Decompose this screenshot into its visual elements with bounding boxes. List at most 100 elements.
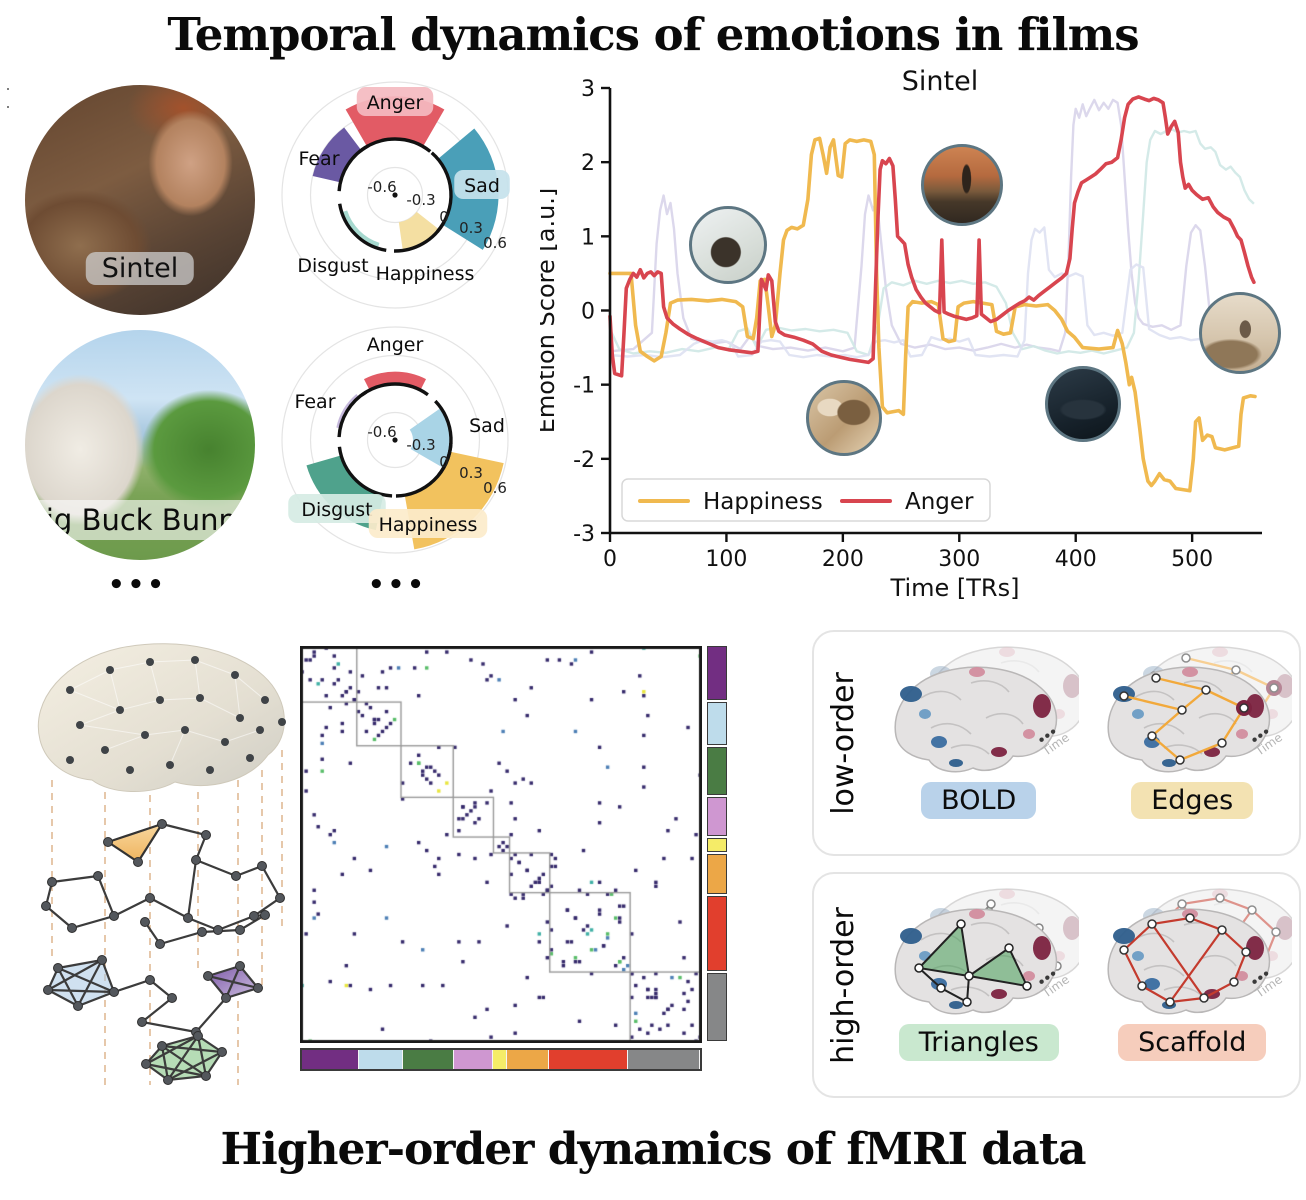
chart-inset-still-cliff (1198, 292, 1281, 375)
community-segment (493, 1050, 507, 1069)
brain-cartoon-edges: Time (1107, 646, 1301, 773)
film-still-sintel: Sintel (25, 85, 255, 315)
triangles-chip: Triangles (898, 1024, 1059, 1061)
graph-nodes (41, 819, 285, 1085)
radial-tick-label: 0.3 (459, 219, 483, 237)
emotion-label-happiness: Happiness (379, 514, 478, 536)
community-colorbar-vertical (707, 646, 727, 1043)
low-order-panel: low-order Time BOLD Time Edges (812, 630, 1301, 856)
edges-item: Time Edges (1086, 632, 1301, 854)
emotion-label-disgust: Disgust (301, 499, 372, 521)
radial-tick-label: 0 (439, 453, 449, 471)
x-axis-label: Time [TRs] (890, 574, 1020, 602)
community-segment (358, 1050, 404, 1069)
film-still-big-buck-bunny: Big Buck Bunny (25, 330, 255, 560)
high-order-label: high-order (825, 906, 861, 1064)
emotion-label-chip (454, 170, 510, 199)
emotion-label-disgust: Disgust (297, 255, 368, 277)
polar-center-dot (392, 192, 398, 198)
page-title: Temporal dynamics of emotions in films (167, 8, 1139, 61)
community-segment (707, 646, 727, 700)
radial-tick-label: 0.6 (483, 479, 507, 497)
edges-brain-figure: Time (1092, 640, 1301, 782)
x-tick-label: 500 (1171, 547, 1213, 572)
brain-cartoon-scaffold: Time (1107, 888, 1301, 1015)
radial-tick-label: -0.6 (367, 178, 396, 196)
emotion-label-sad: Sad (464, 175, 500, 197)
triangles-brain-figure: Time (879, 882, 1087, 1024)
y-axis-label: Emotion Score [a.u.] (540, 188, 560, 434)
zero-ring-arc (337, 390, 368, 438)
legend-label-happiness: Happiness (703, 489, 823, 515)
radial-tick-label: 0 (439, 208, 449, 226)
connectivity-matrix-canvas (300, 646, 702, 1043)
emotion-wedge-fear (312, 127, 362, 183)
x-tick-label: 300 (938, 547, 980, 572)
emotion-label-happiness: Happiness (376, 263, 475, 285)
scaffold-item: Time Scaffold (1086, 874, 1301, 1096)
scaffold-chip: Scaffold (1118, 1024, 1267, 1061)
chart-inset-still-sunset (920, 144, 1003, 227)
y-tick-label: 1 (581, 225, 595, 250)
community-segment (707, 973, 727, 1041)
more-films-ellipsis: ••• (108, 570, 167, 600)
x-tick-label: 200 (822, 547, 864, 572)
radial-tick-label: 0.6 (483, 234, 507, 252)
brain-simplicial-complex-illustration (37, 643, 286, 1085)
community-segment (707, 701, 727, 745)
community-segment (707, 797, 727, 836)
background-series-faint-emotion-2 (608, 128, 1255, 357)
chart-inset-still-snow (688, 206, 767, 285)
film-label-big-buck-bunny: Big Buck Bunny (25, 500, 255, 540)
emotion-label-anger: Anger (367, 92, 424, 114)
chart-title: Sintel (902, 66, 978, 97)
y-tick-label: 0 (581, 300, 595, 325)
y-tick-label: -2 (573, 448, 595, 473)
radial-tick-label: 0.3 (459, 464, 483, 482)
zero-ring-arc (395, 442, 453, 498)
chart-inset-still-dark (1044, 365, 1121, 442)
radial-tick-label: -0.3 (406, 191, 435, 209)
community-segment (707, 746, 727, 796)
brain-mesh (37, 643, 286, 792)
community-segment (548, 1050, 629, 1069)
legend: Happiness Anger (621, 478, 991, 522)
low-order-label: low-order (825, 671, 861, 815)
bold-chip: BOLD (921, 782, 1037, 819)
radial-gridline (281, 326, 509, 554)
legend-box (621, 478, 991, 522)
more-charts-ellipsis: ••• (368, 570, 427, 600)
x-tick-label: 100 (705, 547, 747, 572)
emotion-label-fear: Fear (294, 391, 335, 413)
stray-marks (7, 88, 10, 124)
x-tick-label: 400 (1055, 547, 1097, 572)
x-tick-label: 0 (603, 547, 617, 572)
chart-inset-still-dragon (806, 380, 883, 457)
community-colorbar-horizontal (300, 1048, 702, 1071)
emotion-label-sad: Sad (469, 415, 505, 437)
emotion-wedge-happiness (398, 211, 440, 251)
community-segment (403, 1050, 454, 1069)
community-segment (628, 1050, 700, 1069)
polar-emotion-chart-big-buck-bunny: -0.6-0.300.30.6AngerFearSadDisgustHappin… (281, 326, 509, 554)
edges-chip: Edges (1131, 782, 1254, 819)
brain-cartoon-triangles: Time (894, 888, 1087, 1015)
radial-gridline (366, 166, 424, 224)
zero-ring-arc (338, 203, 387, 252)
community-segment (707, 853, 727, 895)
zero-ring-arc (337, 144, 370, 192)
community-segment (707, 896, 727, 972)
y-tick-label: -3 (573, 522, 595, 547)
emotion-label-chip (356, 87, 434, 116)
connectivity-matrix (300, 646, 702, 1043)
emotion-wedge-sad (409, 407, 451, 468)
bold-brain-figure: Time (879, 640, 1087, 782)
emotion-wedge-disgust (341, 210, 380, 249)
triangles-item: Time Triangles (872, 874, 1087, 1096)
radial-tick-label: -0.6 (367, 423, 396, 441)
legend-label-anger: Anger (905, 489, 974, 515)
emotion-label-chip (288, 494, 386, 523)
